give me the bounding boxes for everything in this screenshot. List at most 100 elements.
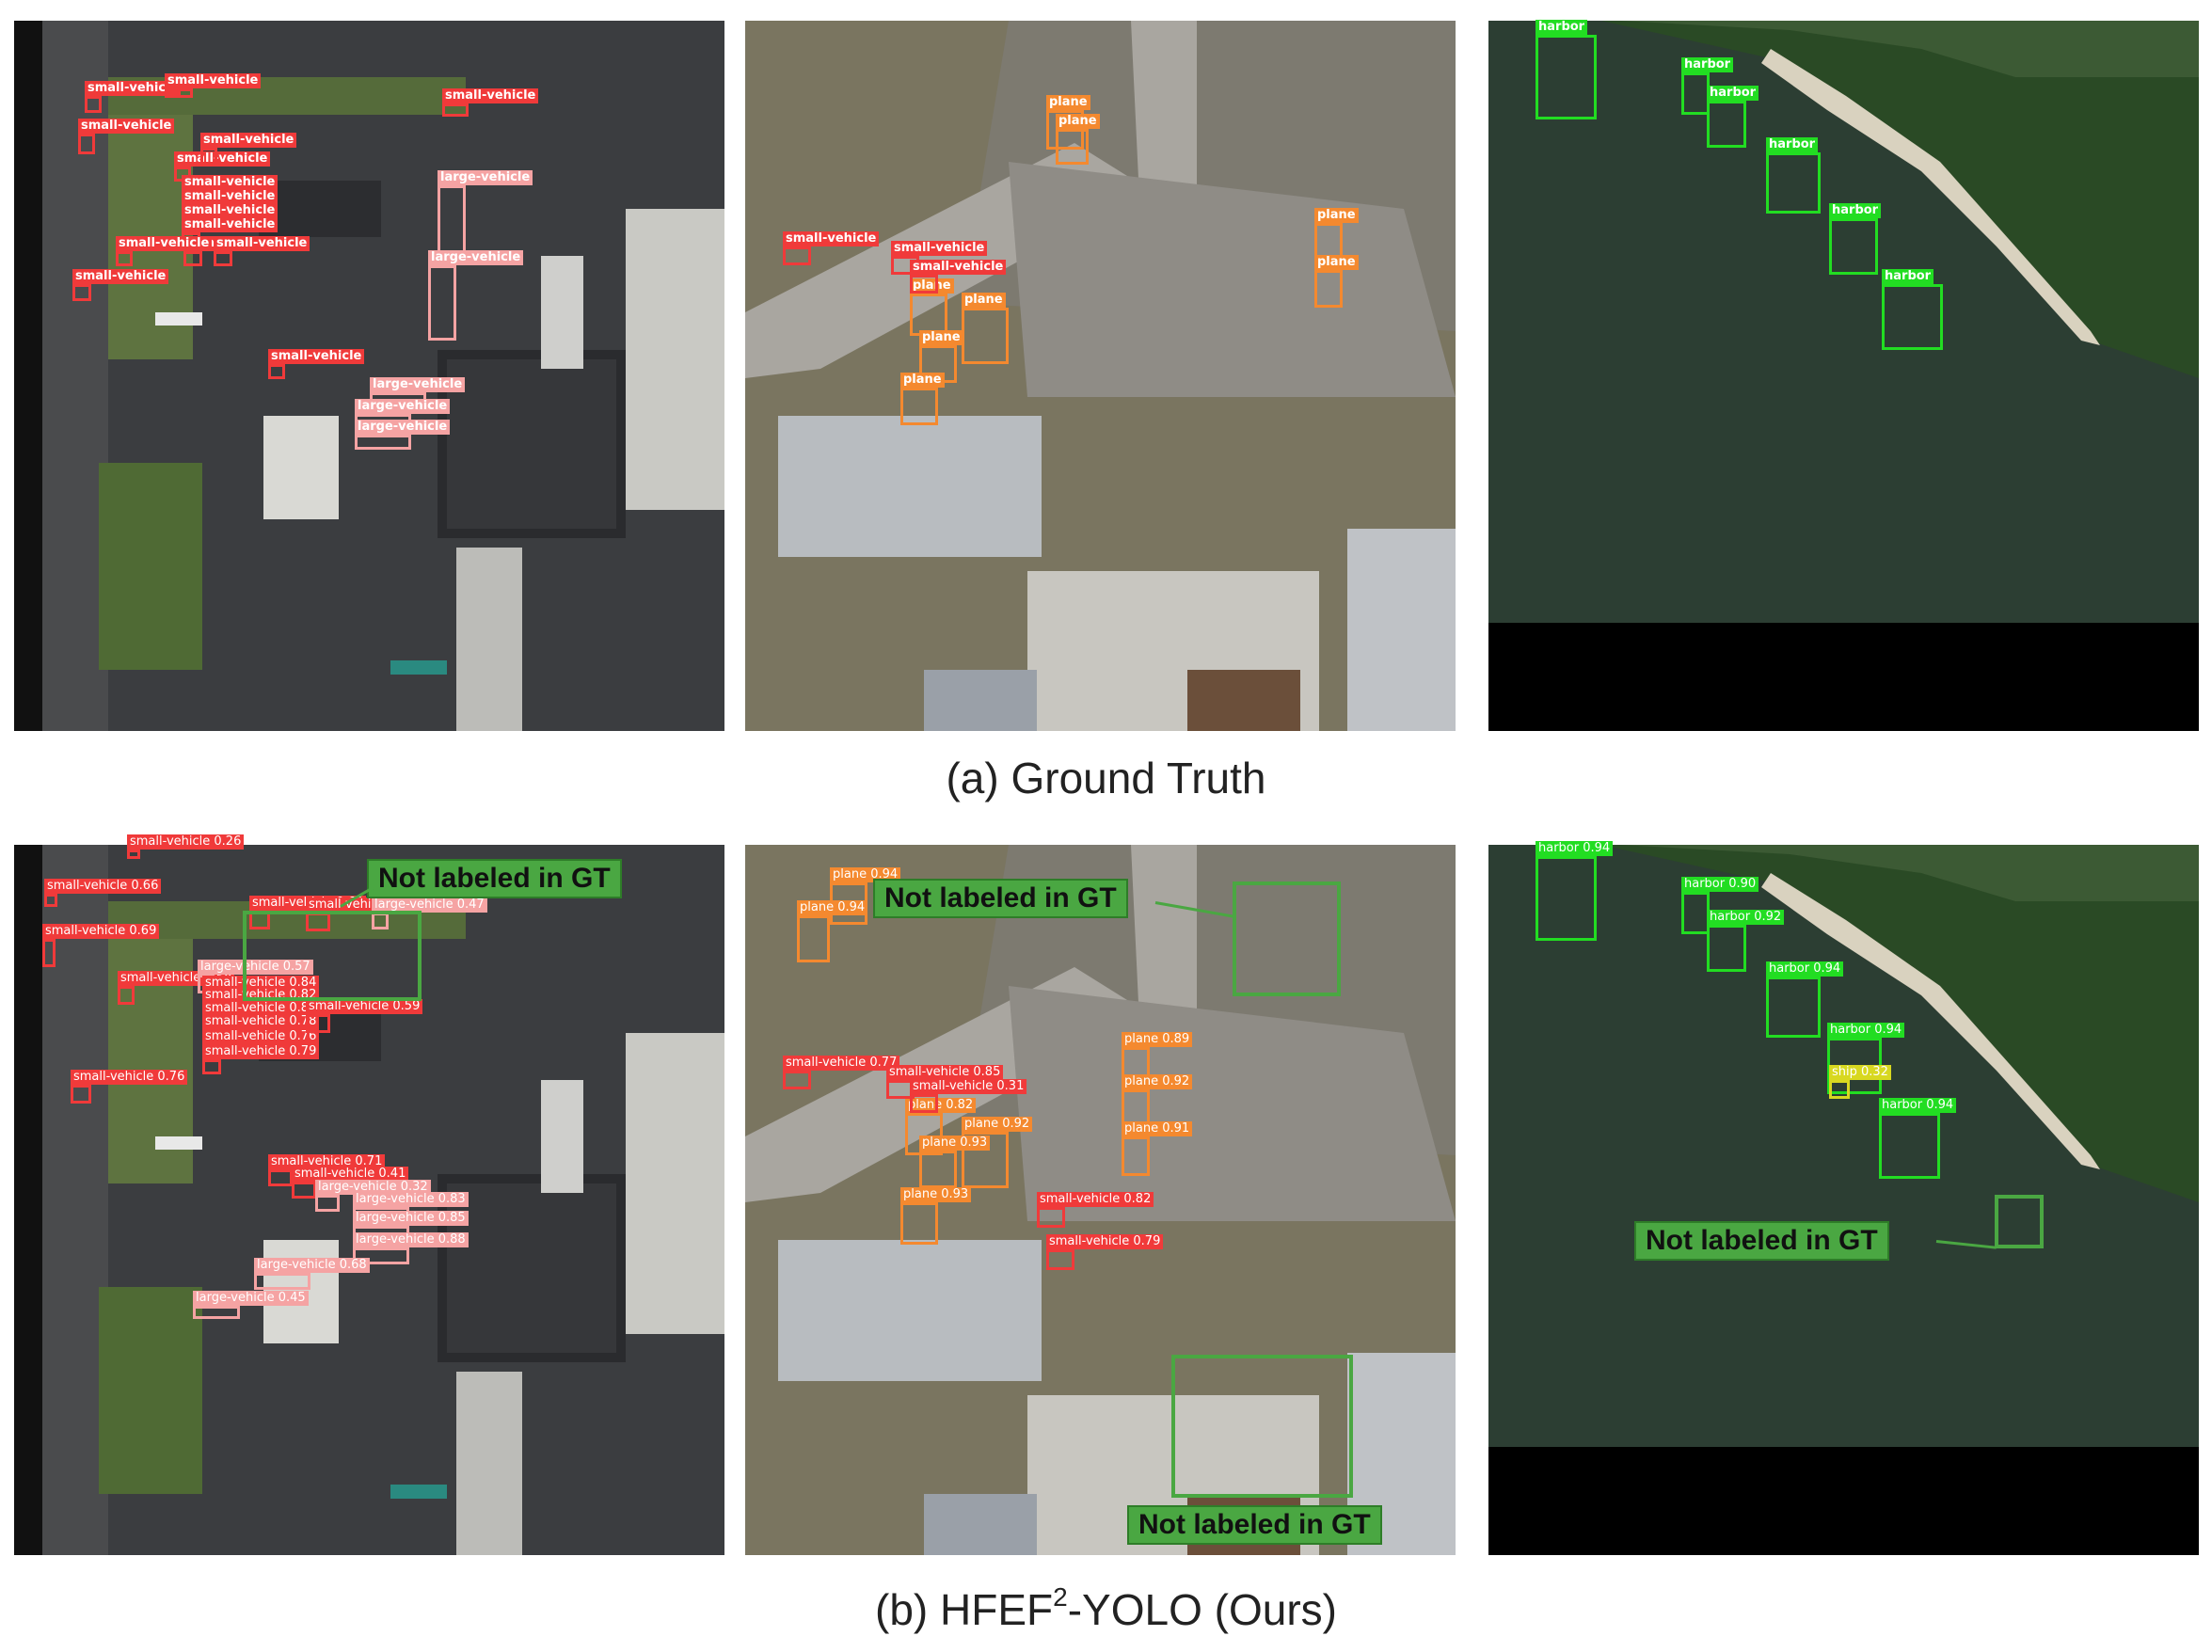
detection-label: harbor 0.94 [1879, 1098, 1957, 1113]
unlabeled-region-box [243, 911, 422, 1001]
detection-box [797, 915, 830, 962]
detection-label: small-vehicle [182, 175, 278, 190]
detection-label: plane 0.82 [905, 1098, 977, 1113]
not-labeled-in-gt-callout: Not labeled in GT [1634, 1221, 1889, 1261]
detection-box [315, 1195, 340, 1212]
harbor-aerial-scene [1488, 21, 2199, 731]
detection-box [1766, 977, 1821, 1038]
detection-label: large-vehicle 0.57 [198, 960, 313, 975]
detection-label: plane [962, 293, 1006, 308]
detection-box [116, 251, 133, 266]
detection-label: harbor [1829, 203, 1882, 218]
detection-label: large-vehicle [355, 399, 451, 414]
caption-suffix: -YOLO (Ours) [1067, 1585, 1337, 1634]
detection-label: small-vehicle 0.71 [268, 1154, 386, 1169]
detection-label: small-vehicle 0.26 [127, 834, 245, 850]
detection-box [783, 246, 811, 265]
detection-box [254, 1273, 310, 1290]
detection-box [1707, 925, 1746, 972]
detection-label: small-vehicle 0.83 [202, 1001, 320, 1016]
detection-box [1882, 284, 1943, 350]
detection-label: small-vehicle [182, 189, 278, 204]
detection-label: small-vehicle [182, 203, 278, 218]
detection-label: small-vehicle [200, 133, 297, 148]
detection-label: small-vehicle [165, 73, 262, 88]
detection-label: ship 0.32 [1829, 1065, 1891, 1080]
detection-label: small-vehicle [85, 81, 182, 96]
detection-box [85, 96, 102, 113]
not-labeled-in-gt-callout: Not labeled in GT [873, 879, 1128, 918]
detection-label: harbor 0.94 [1766, 961, 1844, 977]
detection-label: plane 0.94 [797, 900, 868, 915]
detection-label: large-vehicle [438, 170, 533, 185]
detection-label: small-vehicle [891, 241, 988, 256]
detection-label: large-vehicle [370, 377, 466, 392]
detection-label: harbor 0.94 [1536, 841, 1614, 856]
detection-box [1829, 1080, 1850, 1099]
detection-box [1037, 1207, 1065, 1228]
detection-label: plane [1046, 95, 1090, 110]
detection-label: small-vehicle 0.85 [886, 1065, 1004, 1080]
detection-label: large-vehicle 0.47 [372, 897, 487, 913]
detection-box [183, 251, 202, 266]
detection-label: large-vehicle 0.45 [193, 1291, 309, 1306]
detection-label: large-vehicle 0.88 [353, 1232, 469, 1247]
detection-box [962, 308, 1009, 364]
gt-harbor-image [1488, 21, 2199, 731]
detection-label: small-vehicle 0.59 [306, 999, 423, 1014]
detection-label: large-vehicle 0.68 [254, 1258, 370, 1273]
detection-label: small-vehicle [910, 260, 1007, 275]
detection-box [202, 1059, 221, 1074]
detection-label: small-vehicle 0.84 [202, 976, 320, 991]
detection-label: small-vehicle 0.77 [783, 1056, 900, 1071]
detection-label: small-vehicle 0.79 [202, 1044, 320, 1059]
caption-hfef2-yolo: (b) HFEF2-YOLO (Ours) [0, 1582, 2212, 1635]
detection-label: harbor 0.92 [1707, 910, 1785, 925]
detection-box [1046, 1249, 1074, 1270]
detection-box [72, 284, 91, 301]
detection-box [127, 850, 140, 859]
detection-label: small-vehicle 0.76 [71, 1070, 188, 1085]
not-labeled-in-gt-callout: Not labeled in GT [1127, 1505, 1382, 1545]
caption-prefix: (b) HFEF [875, 1585, 1054, 1634]
detection-label: plane 0.92 [1122, 1074, 1193, 1089]
detection-label: plane 0.92 [962, 1117, 1033, 1132]
detection-label: plane [1056, 114, 1100, 129]
detection-box [193, 1306, 240, 1319]
detection-label: small-vehicle [442, 88, 539, 103]
detection-box [306, 1014, 330, 1033]
detection-label: small-vehicle 0.31 [910, 1079, 1027, 1094]
detection-box [919, 1151, 957, 1188]
detection-label: small-vehicle [182, 217, 278, 232]
detection-label: harbor [1766, 137, 1819, 152]
detection-box [428, 265, 456, 341]
detection-label: small-vehicle [116, 236, 213, 251]
detection-label: small-vehicle 0.76 [202, 1029, 320, 1044]
detection-box [442, 103, 469, 117]
detection-box [355, 435, 411, 450]
detection-box [900, 388, 938, 425]
detection-label: large-vehicle [428, 250, 524, 265]
unlabeled-region-box [1995, 1195, 2044, 1248]
detection-box [1707, 101, 1746, 148]
detection-box [783, 1071, 811, 1089]
detection-box [1681, 892, 1710, 934]
detection-box [910, 275, 938, 294]
detection-label: small-vehicle [78, 119, 175, 134]
detection-label: small-vehicle 0.41 [292, 1167, 409, 1182]
detection-box [905, 1113, 943, 1155]
detection-box [1766, 152, 1821, 214]
detection-label: small-vehicle 0.69 [42, 924, 160, 939]
detection-label: small-vehicle 0.66 [44, 879, 162, 894]
detection-label: small-vehicle 0.82 [1037, 1192, 1154, 1207]
detection-label: plane 0.93 [919, 1136, 991, 1151]
detection-box [1056, 129, 1089, 165]
detection-box [353, 1247, 409, 1264]
detection-box [910, 1094, 938, 1113]
detection-label: large-vehicle 0.32 [315, 1180, 431, 1195]
detection-box [44, 894, 57, 907]
detection-box [165, 88, 193, 98]
pred-harbor-image [1488, 845, 2199, 1555]
detection-box [1314, 270, 1343, 308]
detection-box [1879, 1113, 1940, 1179]
